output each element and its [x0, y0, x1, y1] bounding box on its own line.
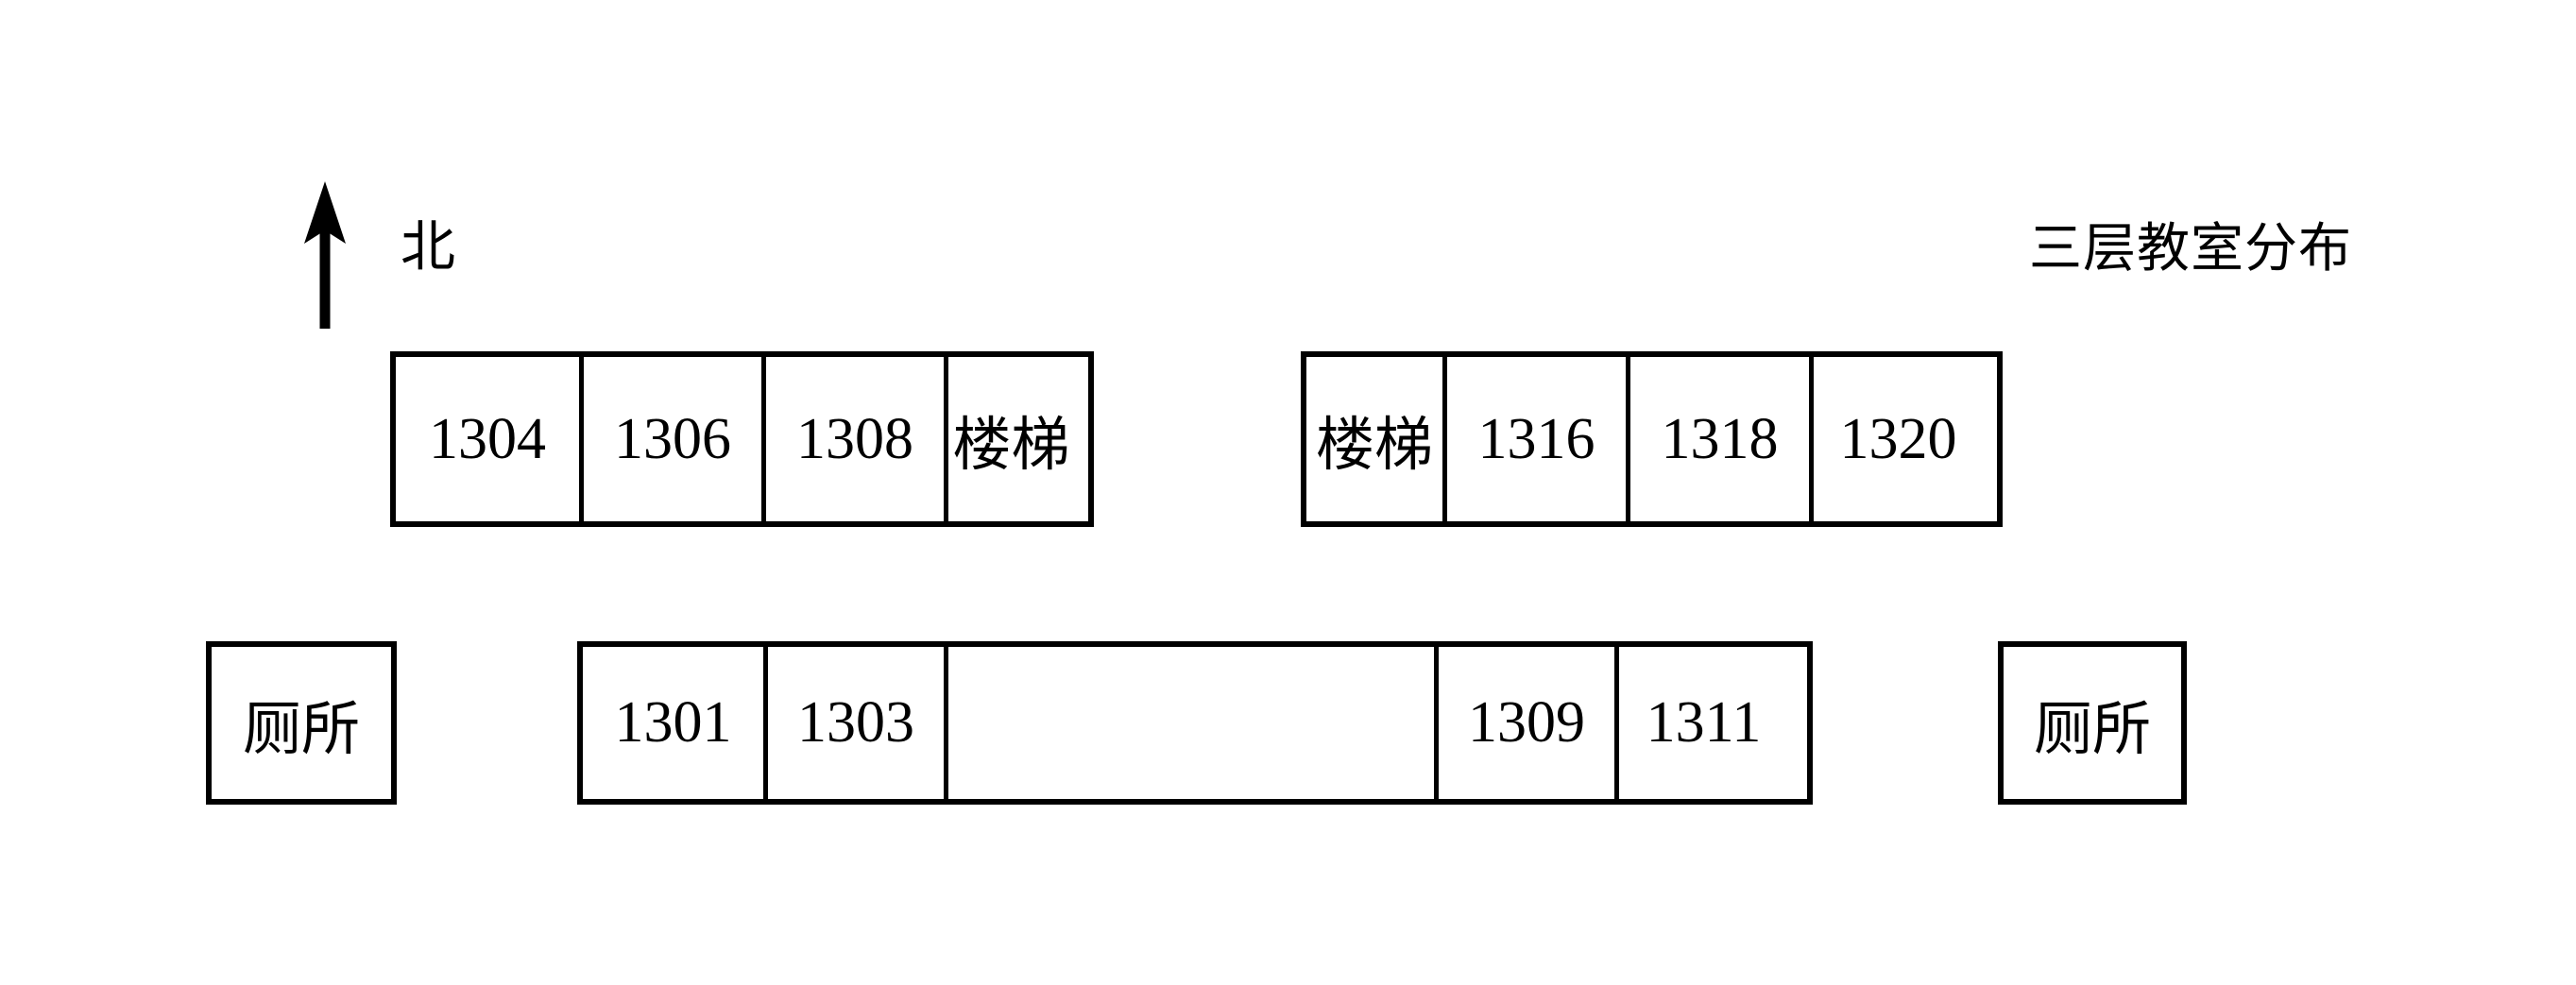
stairs-cell-east: 楼梯 [1315, 414, 1433, 478]
room-cell-1308: 1308 [761, 357, 944, 521]
room-block-south: 1301 1303 1309 1311 [577, 641, 1813, 805]
room-block-northeast: 楼梯 1316 1318 1320 [1301, 351, 2003, 527]
room-cell-1311: 1311 [1614, 647, 1788, 799]
toilet-box-west: 厕所 [206, 641, 397, 805]
room-cell-1303: 1303 [763, 647, 944, 799]
diagram-title: 三层教室分布 [2029, 220, 2352, 279]
room-cell-1316: 1316 [1442, 357, 1626, 521]
room-cell-1320: 1320 [1809, 357, 1983, 521]
room-cell-1301: 1301 [614, 690, 732, 755]
room-cell-1304: 1304 [429, 406, 546, 471]
stairs-cell-west: 楼梯 [944, 357, 1074, 521]
north-arrow-icon [304, 181, 346, 329]
room-cell-1309: 1309 [1434, 647, 1614, 799]
room-cell-1306: 1306 [579, 357, 761, 521]
unlabeled-cell [944, 647, 1434, 799]
north-label: 北 [401, 216, 456, 278]
room-cell-1318: 1318 [1626, 357, 1809, 521]
toilet-box-east: 厕所 [1998, 641, 2187, 805]
room-block-northwest: 1304 1306 1308 楼梯 [390, 351, 1094, 527]
